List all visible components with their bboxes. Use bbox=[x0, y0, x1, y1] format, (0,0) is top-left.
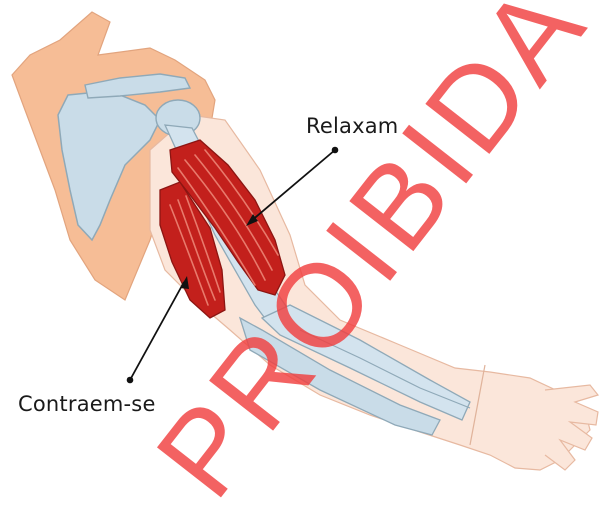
label-contraem-se: Contraem-se bbox=[18, 392, 156, 416]
label-relaxam: Relaxam bbox=[306, 114, 398, 138]
hand-fingers bbox=[545, 385, 598, 470]
leader-contract bbox=[127, 276, 189, 383]
